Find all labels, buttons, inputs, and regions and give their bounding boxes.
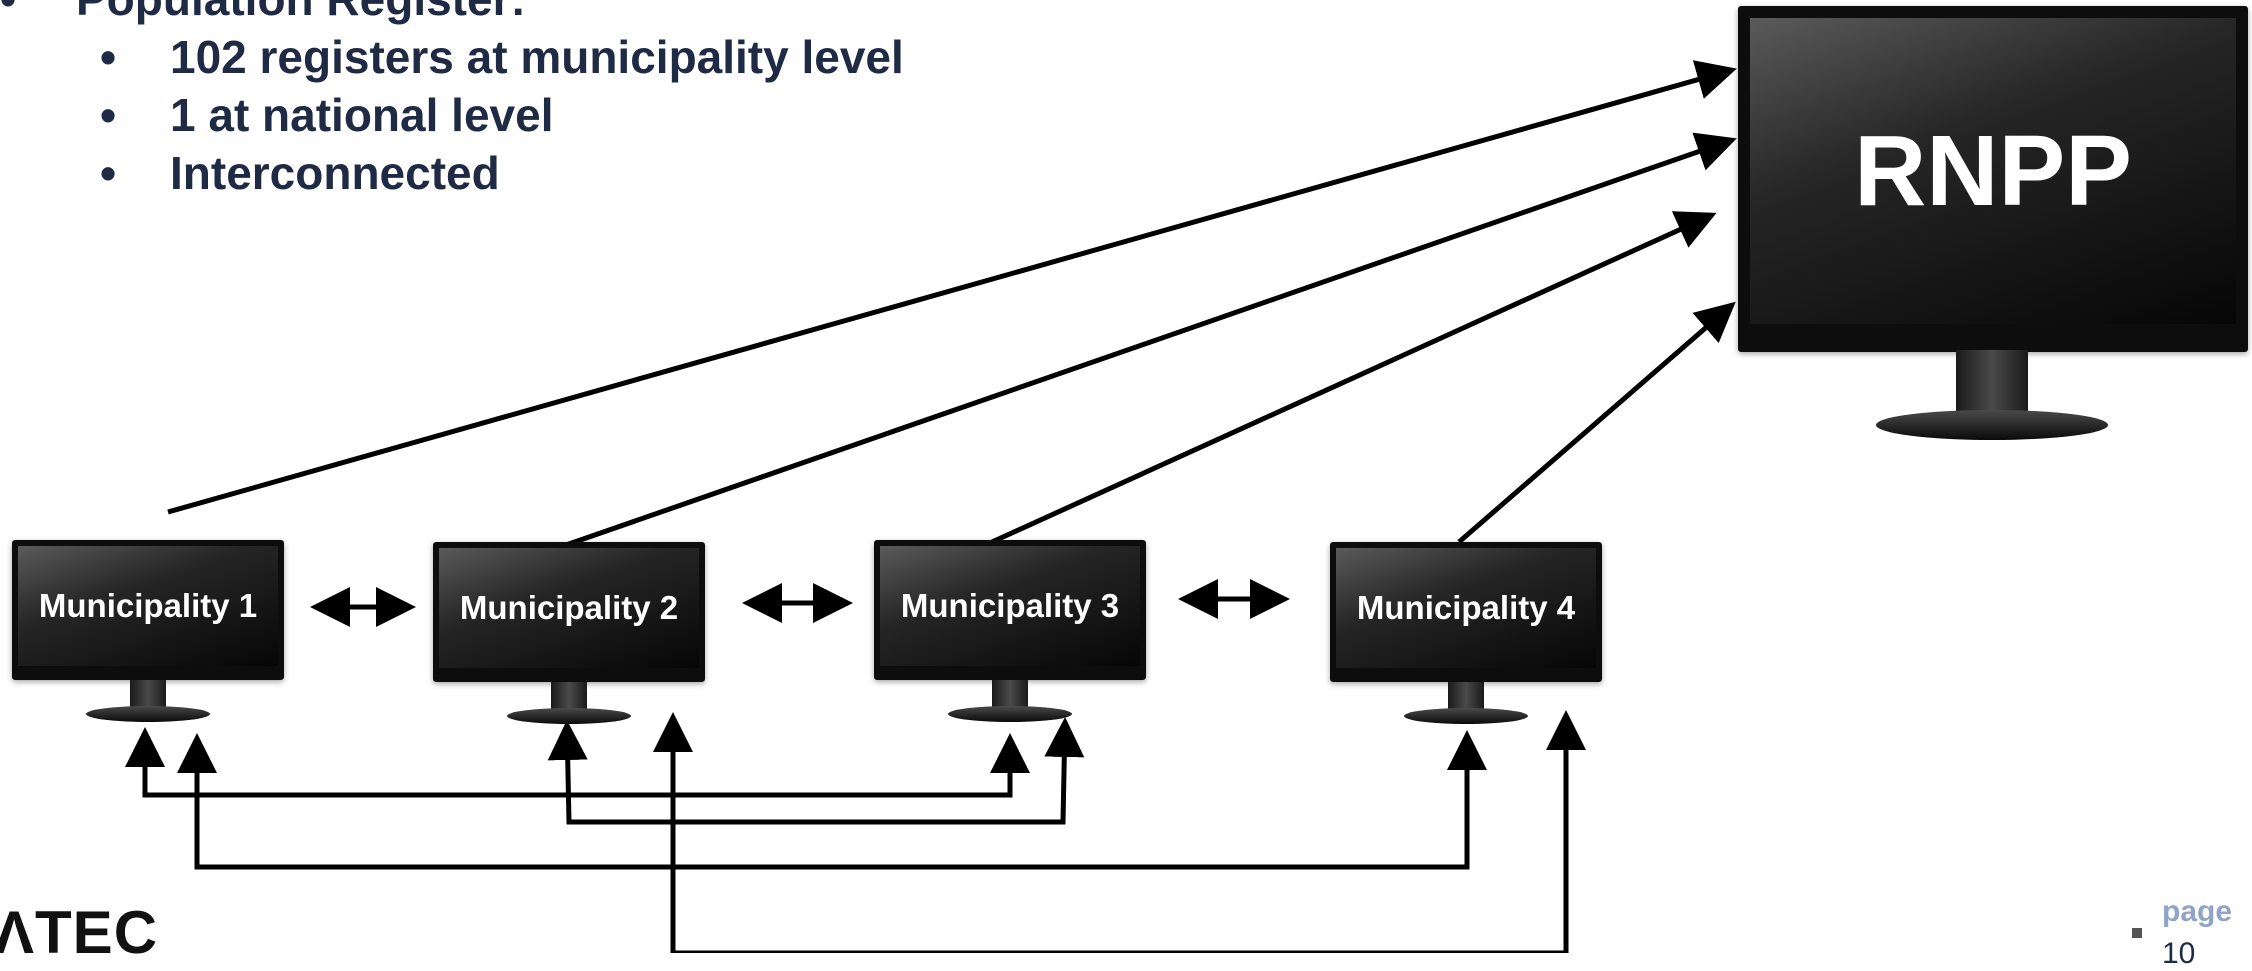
link-m2-m3 — [547, 717, 1085, 825]
bullet-item-registers: 102 registers at municipality level — [0, 28, 904, 86]
municipality-1-monitor: Municipality 1 — [12, 540, 284, 722]
municipality-3-screen: Municipality 3 — [874, 540, 1146, 680]
national-screen: RNPP — [1738, 6, 2248, 352]
monitor-neck — [992, 680, 1028, 710]
monitor-base — [1876, 410, 2108, 440]
municipality-1-screen: Municipality 1 — [12, 540, 284, 680]
bullet-item-interconnected: Interconnected — [0, 144, 904, 202]
arrow-m4-to-rnpp — [1457, 301, 1736, 544]
arrow-m3-to-rnpp — [990, 211, 1717, 545]
link-m1-m4 — [177, 730, 1487, 870]
arrow-m2-to-rnpp — [565, 132, 1737, 548]
municipality-1-label: Municipality 1 — [38, 587, 258, 624]
monitor-base — [948, 706, 1072, 722]
page-marker-icon — [2132, 928, 2142, 938]
monitor-neck — [1956, 350, 2028, 418]
monitor-neck — [1448, 682, 1484, 712]
logo: ΛTEC — [0, 899, 159, 966]
link-m1-m3 — [125, 727, 1030, 798]
monitor-base — [86, 706, 210, 722]
bullet-item-national: 1 at national level — [0, 86, 904, 144]
national-monitor: RNPP — [1738, 6, 2248, 446]
arrow-m1-to-rnpp — [167, 60, 1737, 515]
rnpp-label: RNPP — [1854, 114, 2132, 227]
municipality-4-label: Municipality 4 — [1356, 589, 1576, 626]
monitor-base — [507, 708, 631, 724]
link-m2-m4 — [653, 710, 1586, 953]
municipality-2-screen: Municipality 2 — [433, 542, 705, 682]
monitor-base — [1404, 708, 1528, 724]
monitor-neck — [551, 682, 587, 712]
bullet-heading: Population Register: — [0, 0, 904, 28]
municipality-3-monitor: Municipality 3 — [874, 540, 1146, 722]
municipality-2-label: Municipality 2 — [459, 589, 679, 626]
municipality-3-label: Municipality 3 — [900, 587, 1120, 624]
page-word: page — [2162, 895, 2233, 928]
municipality-2-monitor: Municipality 2 — [433, 542, 705, 724]
municipality-4-screen: Municipality 4 — [1330, 542, 1602, 682]
monitor-neck — [130, 680, 166, 710]
bullet-list: Population Register: 102 registers at mu… — [0, 0, 904, 202]
municipality-4-monitor: Municipality 4 — [1330, 542, 1602, 724]
page-number: 10 — [2162, 937, 2196, 970]
